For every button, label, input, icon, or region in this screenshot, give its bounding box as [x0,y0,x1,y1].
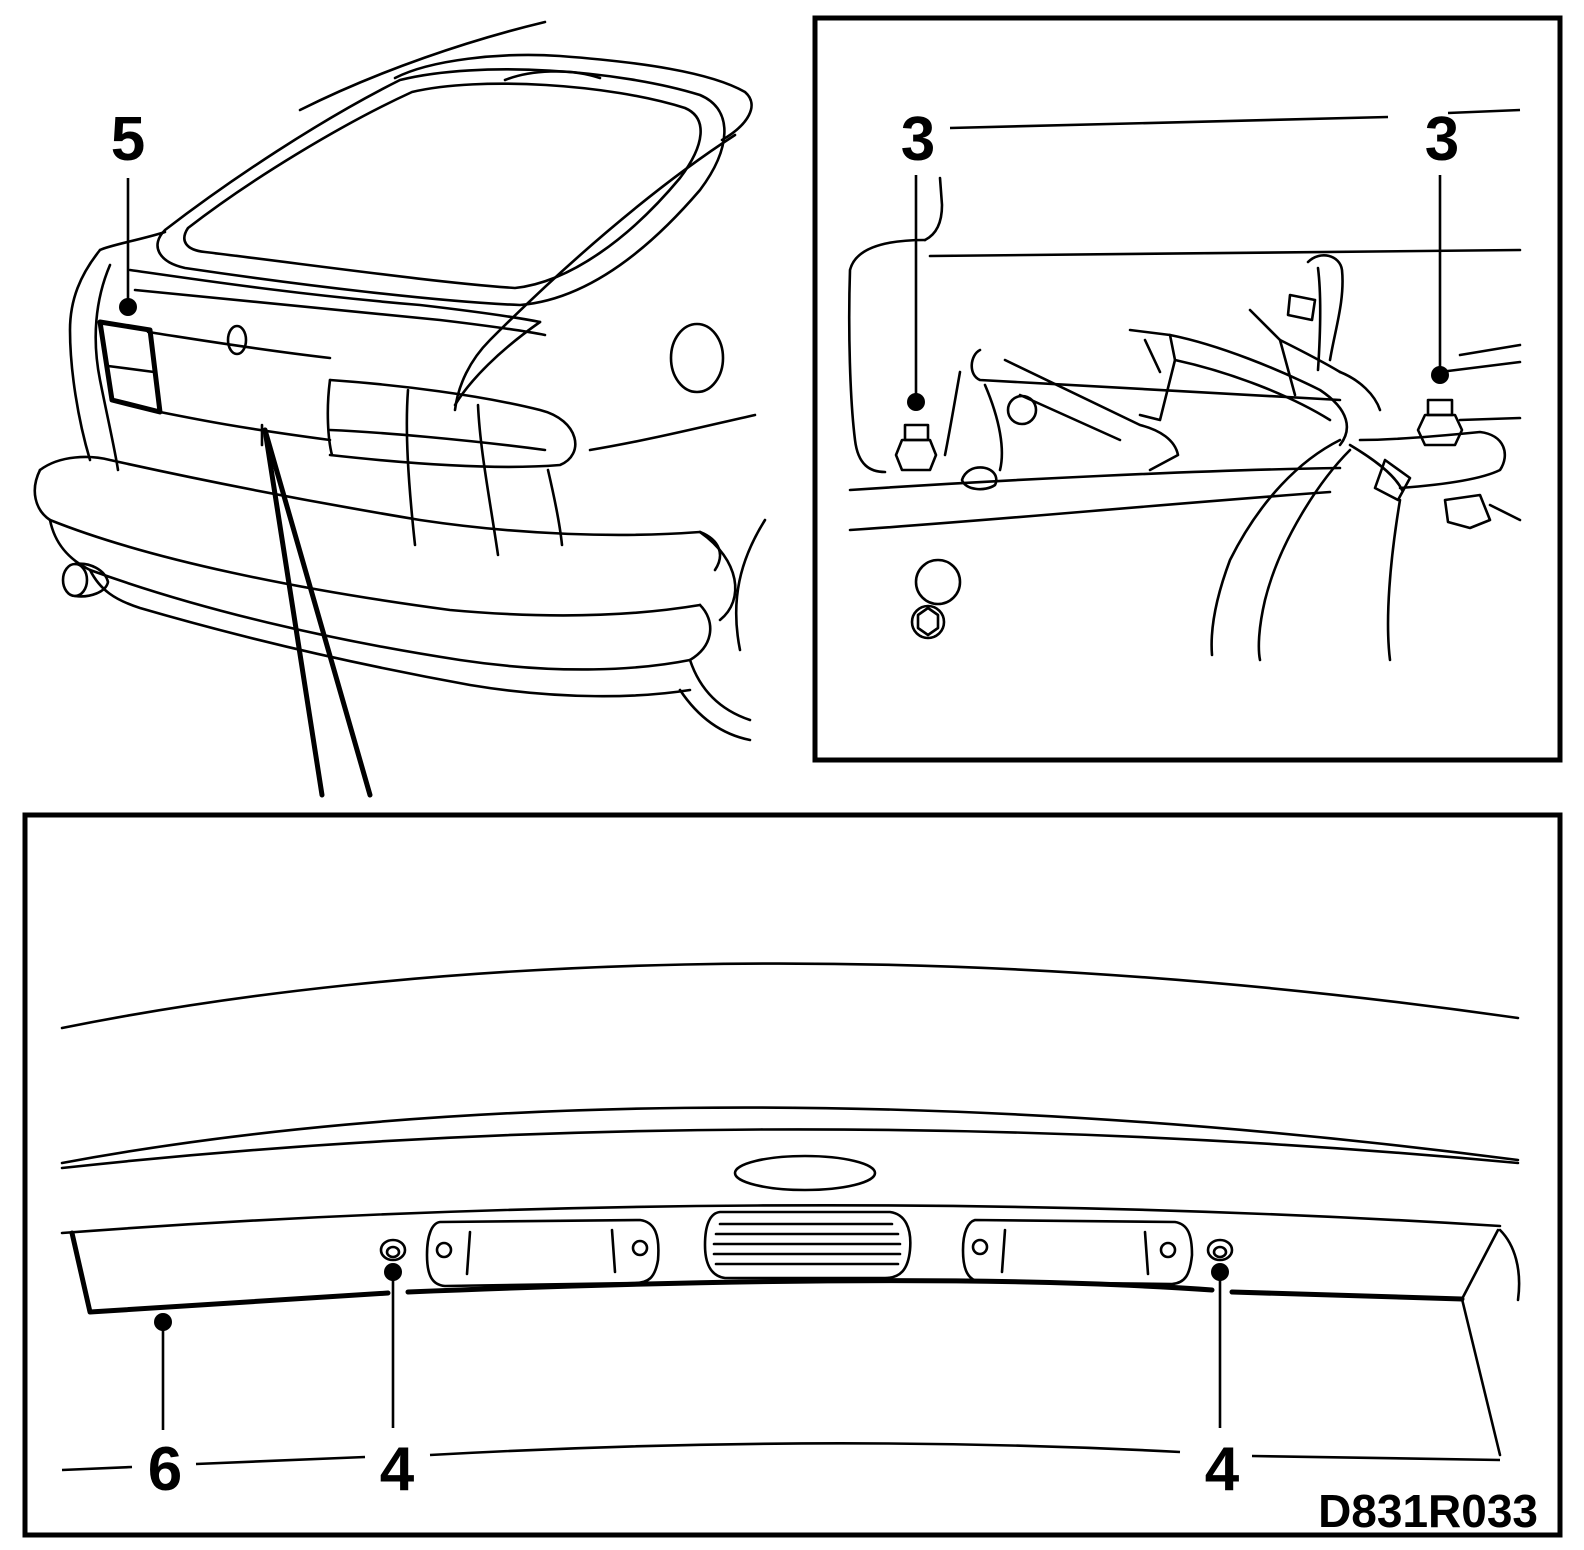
callout-3-left: 3 [901,105,935,174]
inset-pointer-wedge [262,427,325,798]
figure-code: D831R033 [1318,1485,1538,1537]
upper-inset-panel [812,15,1563,763]
lower-inset-panel [22,812,1563,1538]
callout-4-left: 4 [380,1435,415,1504]
callout-6: 6 [148,1435,182,1504]
callout-5: 5 [111,105,145,174]
callout-4-right: 4 [1205,1435,1240,1504]
callout-3-right: 3 [1425,105,1459,174]
